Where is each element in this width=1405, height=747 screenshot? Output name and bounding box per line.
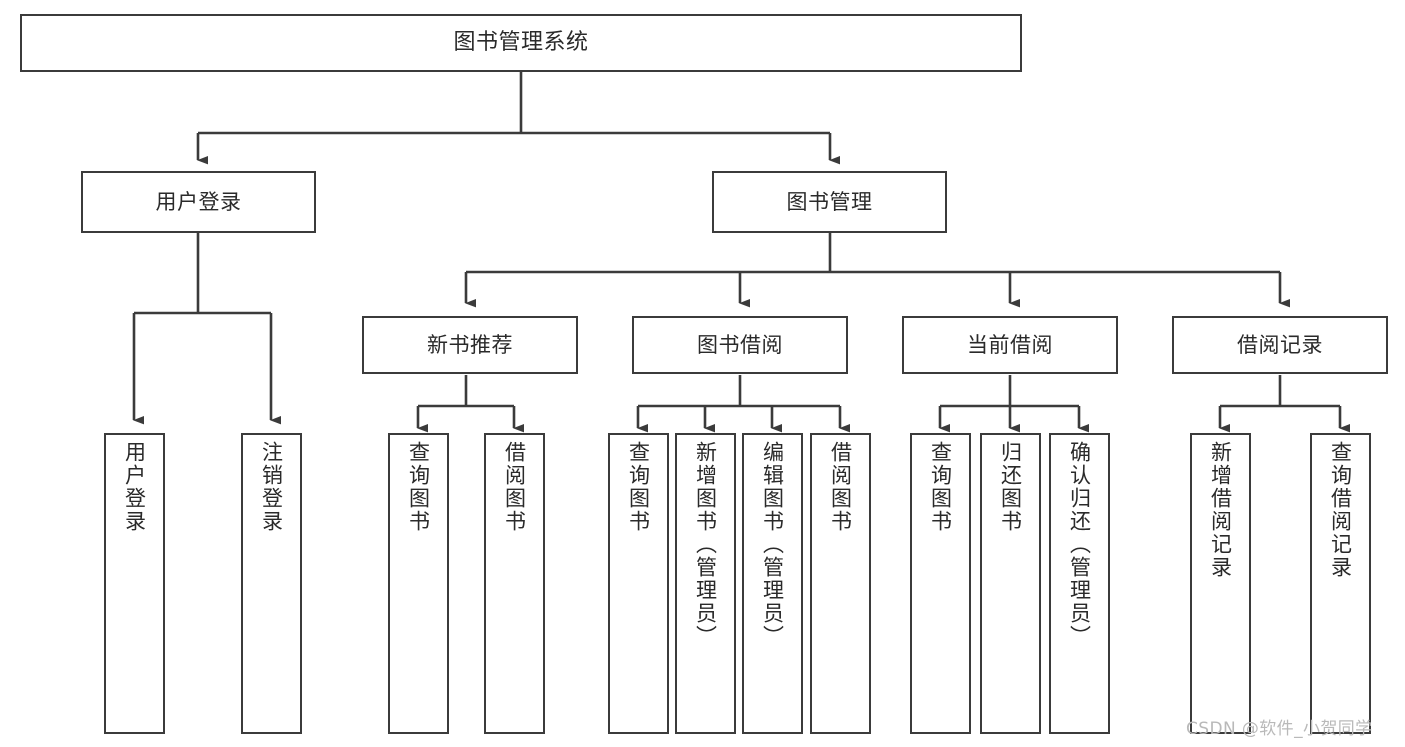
node-new-book-recommend[interactable]: 新书推荐: [362, 316, 578, 374]
node-leaf-query-book-3[interactable]: 查询图书: [910, 433, 971, 734]
node-leaf-user-logout[interactable]: 注销登录: [241, 433, 302, 734]
node-current-borrow[interactable]: 当前借阅: [902, 316, 1118, 374]
node-book-manage-label: 图书管理: [786, 189, 873, 214]
node-leaf-borrow-book-2[interactable]: 借阅图书: [810, 433, 871, 734]
node-leaf-user-login-label: 用户登录: [122, 441, 147, 533]
node-borrow-record[interactable]: 借阅记录: [1172, 316, 1388, 374]
node-book-manage[interactable]: 图书管理: [712, 171, 947, 233]
node-new-book-recommend-label: 新书推荐: [427, 332, 513, 357]
node-leaf-query-record-label: 查询借阅记录: [1328, 441, 1353, 579]
node-leaf-borrow-book-2-label: 借阅图书: [828, 441, 853, 533]
node-leaf-query-book-3-label: 查询图书: [928, 441, 953, 533]
node-leaf-query-record[interactable]: 查询借阅记录: [1310, 433, 1371, 734]
node-leaf-query-book-1[interactable]: 查询图书: [388, 433, 449, 734]
node-user-login[interactable]: 用户登录: [81, 171, 316, 233]
node-leaf-borrow-book-1[interactable]: 借阅图书: [484, 433, 545, 734]
node-leaf-add-record[interactable]: 新增借阅记录: [1190, 433, 1251, 734]
node-leaf-confirm-return-label: 确认归还（管理员）: [1067, 441, 1092, 648]
csdn-watermark: CSDN @软件_小贺同学: [1186, 719, 1373, 739]
node-leaf-user-login[interactable]: 用户登录: [104, 433, 165, 734]
node-leaf-confirm-return[interactable]: 确认归还（管理员）: [1049, 433, 1110, 734]
node-leaf-return-book-label: 归还图书: [998, 441, 1023, 533]
node-book-borrow-label: 图书借阅: [697, 332, 783, 357]
node-leaf-query-book-1-label: 查询图书: [406, 441, 431, 533]
node-leaf-return-book[interactable]: 归还图书: [980, 433, 1041, 734]
node-leaf-user-logout-label: 注销登录: [259, 441, 284, 533]
node-current-borrow-label: 当前借阅: [967, 332, 1053, 357]
node-leaf-borrow-book-1-label: 借阅图书: [502, 441, 527, 533]
node-leaf-edit-book[interactable]: 编辑图书（管理员）: [742, 433, 803, 734]
node-root-book-management-system[interactable]: 图书管理系统: [20, 14, 1022, 72]
node-user-login-label: 用户登录: [155, 189, 242, 214]
node-leaf-query-book-2-label: 查询图书: [626, 441, 651, 533]
node-leaf-add-book-label: 新增图书（管理员）: [693, 441, 718, 648]
node-leaf-query-book-2[interactable]: 查询图书: [608, 433, 669, 734]
node-root-label: 图书管理系统: [453, 30, 589, 56]
node-book-borrow[interactable]: 图书借阅: [632, 316, 848, 374]
node-borrow-record-label: 借阅记录: [1237, 332, 1323, 357]
node-leaf-add-record-label: 新增借阅记录: [1208, 441, 1233, 579]
node-leaf-add-book[interactable]: 新增图书（管理员）: [675, 433, 736, 734]
node-leaf-edit-book-label: 编辑图书（管理员）: [760, 441, 785, 648]
